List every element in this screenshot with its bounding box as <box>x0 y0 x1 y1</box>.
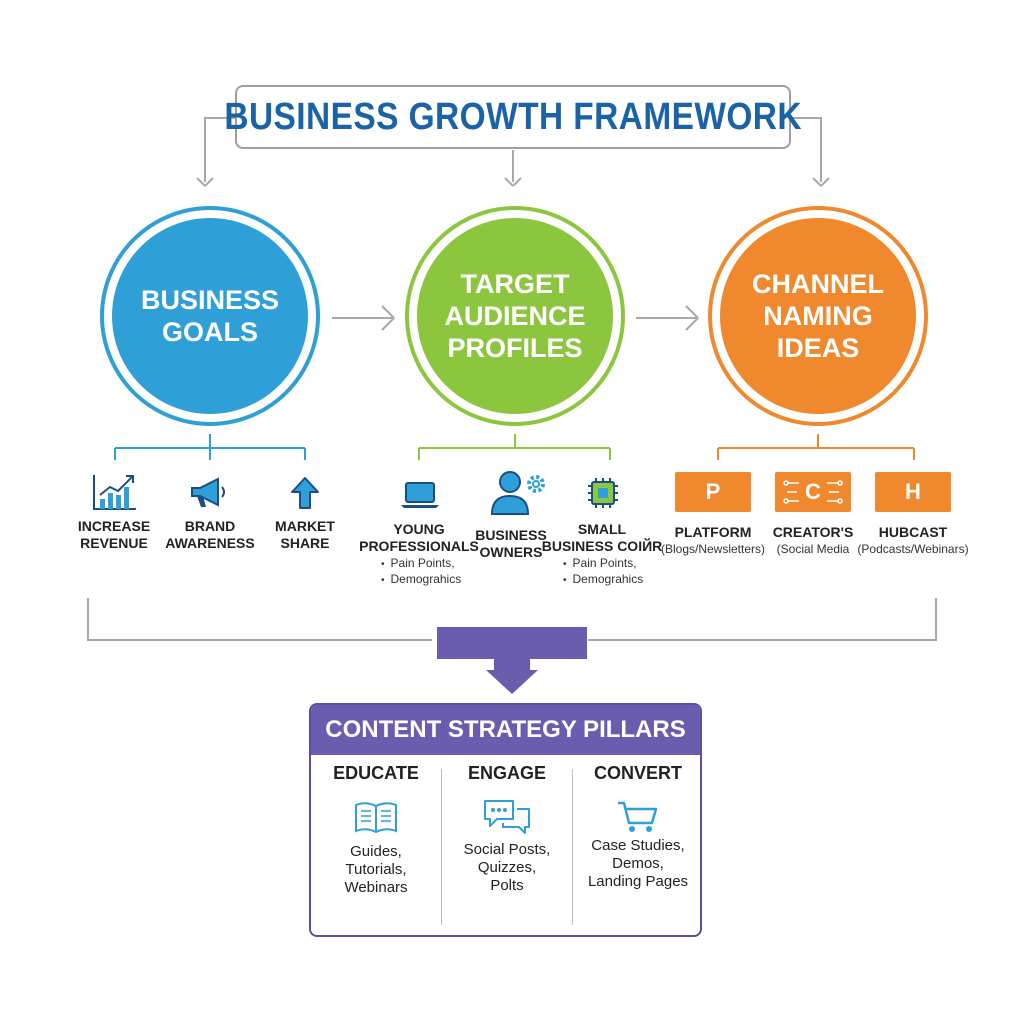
young-professionals-label: YOUNG PROFESSIONALS <box>359 521 479 554</box>
platform-tile: P <box>675 472 751 512</box>
chat-bubbles-icon <box>484 800 530 834</box>
market-share-label: MARKET SHARE <box>275 518 335 551</box>
pillar-description: Case Studies, Demos, Landing Pages <box>587 837 689 890</box>
pillar-divider <box>572 769 573 925</box>
chip-icon <box>588 478 618 508</box>
small-business-details: Pain Points, Demograhics <box>563 556 644 588</box>
platform-name: PLATFORM <box>674 524 752 540</box>
creators-tile: C <box>775 472 851 512</box>
small-business-label: SMALL BUSINESS COIЙR <box>541 521 663 554</box>
platform-sub: (Blogs/Newsletters) <box>660 542 766 556</box>
up-arrow-icon <box>291 477 319 509</box>
content-pillars-card: CONTENT STRATEGY PILLARS EDUCATE Guides,… <box>309 703 702 937</box>
open-book-icon <box>355 802 397 834</box>
pillar-description: Social Posts, Quizzes, Polts <box>463 841 551 894</box>
pillar-title: CONVERT <box>593 763 682 783</box>
detail-item: Demograhics <box>381 572 462 588</box>
pillar-description: Guides, Tutorials, Webinars <box>344 843 408 896</box>
framework-title: BUSINESS GROWTH FRAMEWORK <box>224 95 802 138</box>
laptop-icon <box>401 482 439 508</box>
pillar-divider <box>441 769 442 925</box>
pillar-educate: EDUCATE Guides, Tutorials, Webinars <box>311 763 441 897</box>
circuit-icon <box>783 480 843 504</box>
rising-chart-icon <box>93 475 136 510</box>
business-owners-label: BUSINESS OWNERS <box>475 527 547 560</box>
content-pillars-title: CONTENT STRATEGY PILLARS <box>311 705 700 755</box>
creators-sub: (Social Media <box>776 542 850 556</box>
shopping-cart-icon <box>618 801 658 832</box>
channel-naming-circle: CHANNEL NAMING IDEAS <box>720 218 916 414</box>
increase-revenue-label: INCREASE REVENUE <box>77 518 151 551</box>
detail-item: Pain Points, <box>381 556 461 572</box>
pillar-title: ENGAGE <box>467 763 546 783</box>
hubcast-name: HUBCAST <box>878 524 948 540</box>
target-audience-circle: TARGET AUDIENCE PROFILES <box>417 218 613 414</box>
framework-title-box: BUSINESS GROWTH FRAMEWORK <box>224 85 801 149</box>
creators-name: CREATOR'S <box>772 524 854 540</box>
brand-awareness-label: BRAND AWARENESS <box>165 518 255 551</box>
detail-item: Pain Points, <box>563 556 643 572</box>
down-arrow-icon <box>437 627 587 694</box>
hubcast-tile: H <box>875 472 951 512</box>
creators-tile-letter: C <box>805 479 821 504</box>
pillar-convert: CONVERT Case Studies, Demos, Landing Pag… <box>573 763 700 891</box>
pillar-engage: ENGAGE Social Posts, Quizzes, Polts <box>442 763 572 895</box>
young-professionals-details: Pain Points, Demograhics <box>381 556 462 588</box>
detail-item: Demograhics <box>563 572 644 588</box>
megaphone-icon <box>191 477 225 507</box>
hubcast-sub: (Podcasts/Webinars) <box>857 542 969 556</box>
pillar-title: EDUCATE <box>333 763 419 783</box>
person-gear-icon <box>490 471 545 515</box>
business-goals-circle: BUSINESS GOALS <box>112 218 308 414</box>
